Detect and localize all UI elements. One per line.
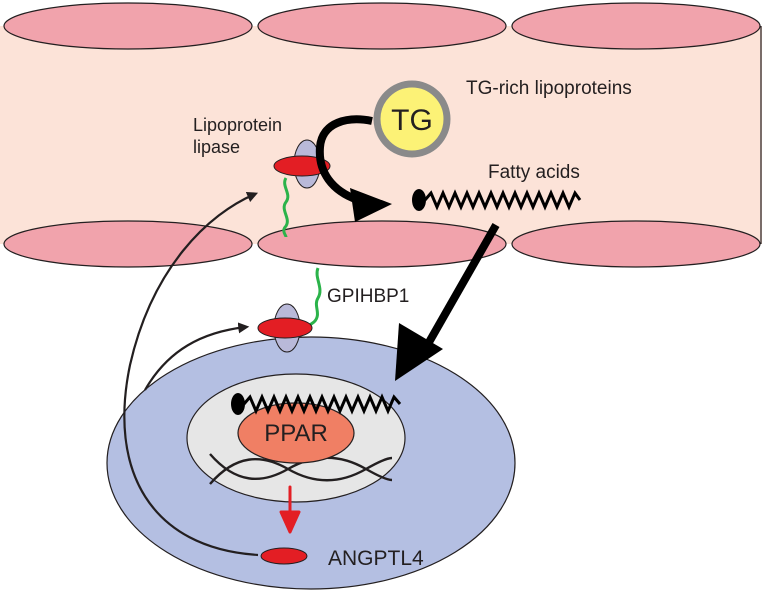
nuclear-fatty-acid (231, 393, 402, 415)
vessel-bottom-ellipse-left (3, 220, 253, 268)
fatty-acid-uptake-arrow-shaft (424, 223, 500, 346)
expression-arrow (279, 485, 301, 534)
hydrolysis-arrow-shaft (315, 115, 373, 204)
vessel-top-ellipse-center (257, 2, 507, 50)
hydrolysis-arrow-head (350, 188, 392, 222)
lpl-luminal-red-subunit (273, 155, 331, 177)
angptl4-to-cell-lpl-arrow (144, 322, 250, 391)
ppar-label: PPAR (264, 420, 328, 447)
free-fatty-acid-head (412, 189, 426, 211)
free-fatty-acid-tail (423, 189, 582, 211)
lipoprotein-lipase-luminal (273, 139, 331, 189)
nuclear-fatty-acid-head (231, 393, 245, 415)
lpl-cell-red-subunit (257, 317, 313, 339)
angptl4-protein (260, 547, 308, 565)
vessel-bottom-ellipse-right (511, 220, 761, 268)
lipoprotein-lipase-label-line2: lipase (193, 137, 240, 157)
tg-particle (373, 80, 451, 158)
vessel-top-ellipse-right (511, 2, 761, 50)
fatty-acid-uptake-arrow-head (395, 323, 443, 381)
lipoprotein-lipase-cell-surface (257, 303, 313, 353)
gpihbp1-tether-luminal (282, 177, 290, 238)
tg-rich-lipoproteins-label: TG-rich lipoproteins (466, 78, 632, 99)
tg-label: TG (391, 104, 433, 137)
fatty-acid-uptake-arrow (395, 223, 500, 381)
angptl4-to-luminal-lpl-arrow (123, 191, 259, 557)
gpihbp1-tether-cell-surface (306, 267, 322, 329)
angptl4-label: ANGPTL4 (328, 547, 424, 570)
tg-rich-lipoprotein: TG (373, 80, 451, 158)
gpihbp1-label: GPIHBP1 (327, 286, 409, 307)
nuclear-fatty-acid-tail (242, 393, 402, 415)
blood-vessel (0, 2, 762, 268)
fatty-acids-label: Fatty acids (488, 162, 580, 183)
cell: PPAR ANGPTL4 (106, 336, 516, 590)
vessel-top-ellipse-left (3, 2, 253, 50)
vessel-bottom-ellipses (3, 220, 761, 268)
lipoprotein-lipase-label-line1: Lipoprotein (193, 115, 282, 135)
vessel-bottom-ellipse-center (257, 220, 507, 268)
vessel-top-ellipses (3, 2, 761, 50)
free-fatty-acid (412, 189, 582, 211)
hydrolysis-arrow (315, 115, 392, 222)
dna-strand-2 (209, 456, 393, 485)
